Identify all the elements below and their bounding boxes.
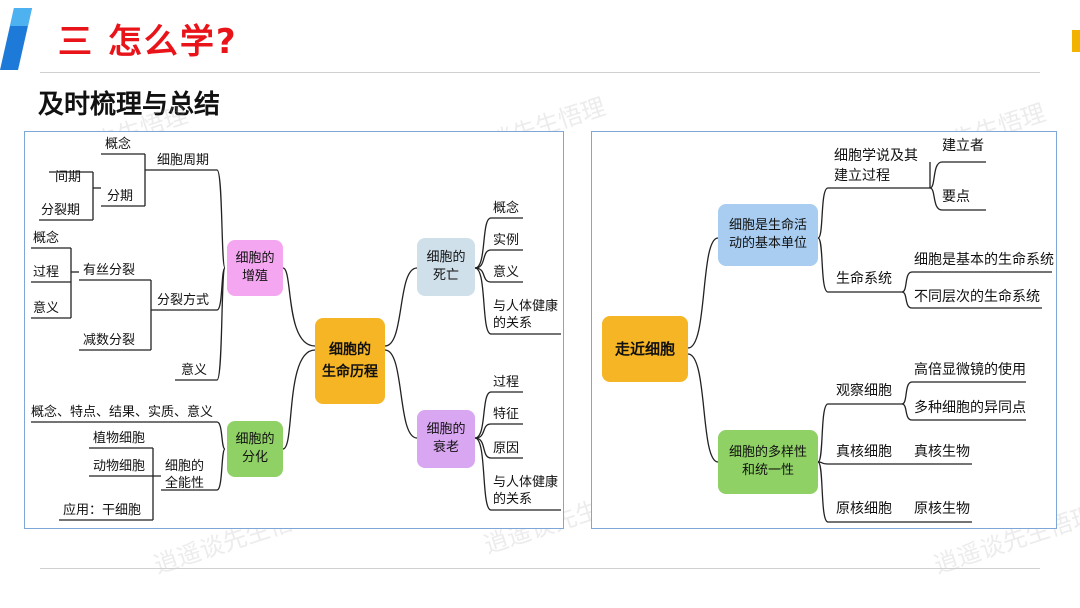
label-death-item: 实例 (493, 233, 520, 248)
center-node: 细胞的 生命历程 (315, 318, 385, 404)
label-plant-cell: 植物细胞 (93, 431, 146, 446)
label-concept: 概念 (105, 137, 132, 152)
label-process: 过程 (33, 265, 60, 280)
label-eukaryotic-cell: 真核细胞 (836, 444, 892, 460)
node-death: 细胞的 死亡 (417, 238, 475, 296)
label-eukaryote: 真核生物 (914, 444, 970, 460)
label-aging-item: 特征 (493, 407, 520, 422)
label-cell-similarities: 多种细胞的异同点 (914, 400, 1026, 416)
label-death-item: 概念 (493, 201, 520, 216)
label-meiosis: 减数分裂 (83, 333, 136, 348)
center-node: 走近细胞 (602, 316, 688, 382)
label-system-levels: 不同层次的生命系统 (914, 289, 1040, 305)
label-division-phase: 分裂期 (41, 203, 81, 218)
label-prokaryotic-cell: 原核细胞 (836, 501, 892, 517)
label-interphase: 间期 (55, 170, 82, 185)
header-accent-shape (0, 8, 32, 70)
label-concept: 概念 (33, 231, 60, 246)
label-mitosis: 有丝分裂 (83, 263, 136, 278)
label-observe-cells: 观察细胞 (836, 383, 892, 399)
label-significance: 意义 (181, 363, 208, 378)
label-prokaryote: 原核生物 (914, 501, 970, 517)
node-aging: 细胞的 衰老 (417, 410, 475, 468)
mindmap-approaching-cell: 走近细胞 细胞是生命活 动的基本单位 细胞的多样性 和统一性 细胞学说及其 建立… (591, 131, 1057, 529)
mindmap-lines (687, 161, 1052, 523)
label-death-item: 与人体健康 的关系 (493, 299, 559, 331)
section-title: 三 怎么学? (58, 22, 238, 62)
label-life-system: 生命系统 (836, 271, 892, 287)
node-proliferation: 细胞的 增殖 (227, 240, 283, 296)
node-basic-unit: 细胞是生命活 动的基本单位 (718, 204, 818, 266)
label-stages: 分期 (107, 189, 134, 204)
label-division-modes: 分裂方式 (157, 293, 210, 308)
label-totipotency: 细胞的 全能性 (165, 459, 205, 491)
node-diversity-unity: 细胞的多样性 和统一性 (718, 430, 818, 494)
label-microscope-use: 高倍显微镜的使用 (914, 362, 1026, 378)
label-meaning: 意义 (33, 301, 60, 316)
label-basic-life-system: 细胞是基本的生命系统 (914, 252, 1054, 268)
label-differentiation-summary: 概念、特点、结果、实质、意义 (31, 405, 214, 420)
label-aging-item: 原因 (493, 441, 520, 456)
label-animal-cell: 动物细胞 (93, 459, 146, 474)
label-key-points: 要点 (942, 189, 970, 205)
divider (40, 568, 1040, 569)
mindmap-lines (31, 153, 561, 521)
label-cell-cycle: 细胞周期 (157, 153, 210, 168)
mindmap-cell-life-history: 细胞的 生命历程 细胞的 增殖 细胞的 分化 细胞的 死亡 细胞的 衰老 细胞周… (24, 131, 564, 529)
label-stem-cell-application: 应用：干细胞 (63, 503, 142, 518)
label-aging-item: 过程 (493, 375, 520, 390)
label-cell-theory: 细胞学说及其 建立过程 (834, 148, 918, 184)
label-death-item: 意义 (493, 265, 520, 280)
node-differentiation: 细胞的 分化 (227, 421, 283, 477)
page-subtitle: 及时梳理与总结 (38, 90, 221, 120)
label-aging-item: 与人体健康 的关系 (493, 475, 559, 507)
header-accent-bar (1072, 30, 1080, 52)
label-founders: 建立者 (942, 138, 984, 154)
divider (40, 72, 1040, 73)
